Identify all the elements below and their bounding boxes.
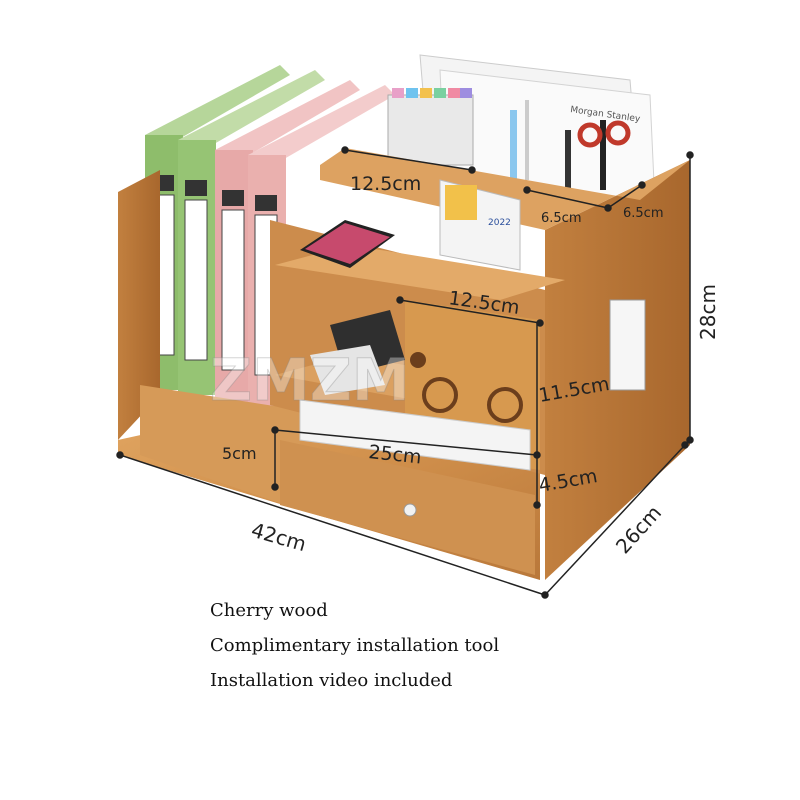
drawer-knob [403, 503, 417, 517]
watermark-text: ZMZM [210, 346, 410, 414]
pen-holder-items [510, 100, 631, 190]
shelf-items: 2022 [299, 179, 531, 471]
dim-width: 42cm [249, 518, 309, 556]
binder-green-2 [178, 70, 325, 395]
binder-pink-1 [215, 80, 360, 410]
marker-set [387, 88, 474, 166]
dim-base-height: 5cm [222, 444, 257, 463]
dim-pen-slot-1: 6.5cm [541, 211, 582, 226]
feature-list: Cherry wood Complimentary installation t… [210, 600, 499, 705]
feature-item: Installation video included [210, 670, 453, 691]
dim-pen-slot-2: 6.5cm [623, 206, 664, 221]
dimension-lines [116, 146, 694, 599]
dim-height: 28cm [696, 284, 720, 340]
scissors-handle [577, 122, 603, 148]
feature-item: Complimentary installation tool [210, 635, 500, 656]
dim-top-compartment: 12.5cm [350, 173, 421, 195]
calendar-year-text: 2022 [488, 218, 511, 228]
feature-item: Cherry wood [210, 600, 328, 621]
